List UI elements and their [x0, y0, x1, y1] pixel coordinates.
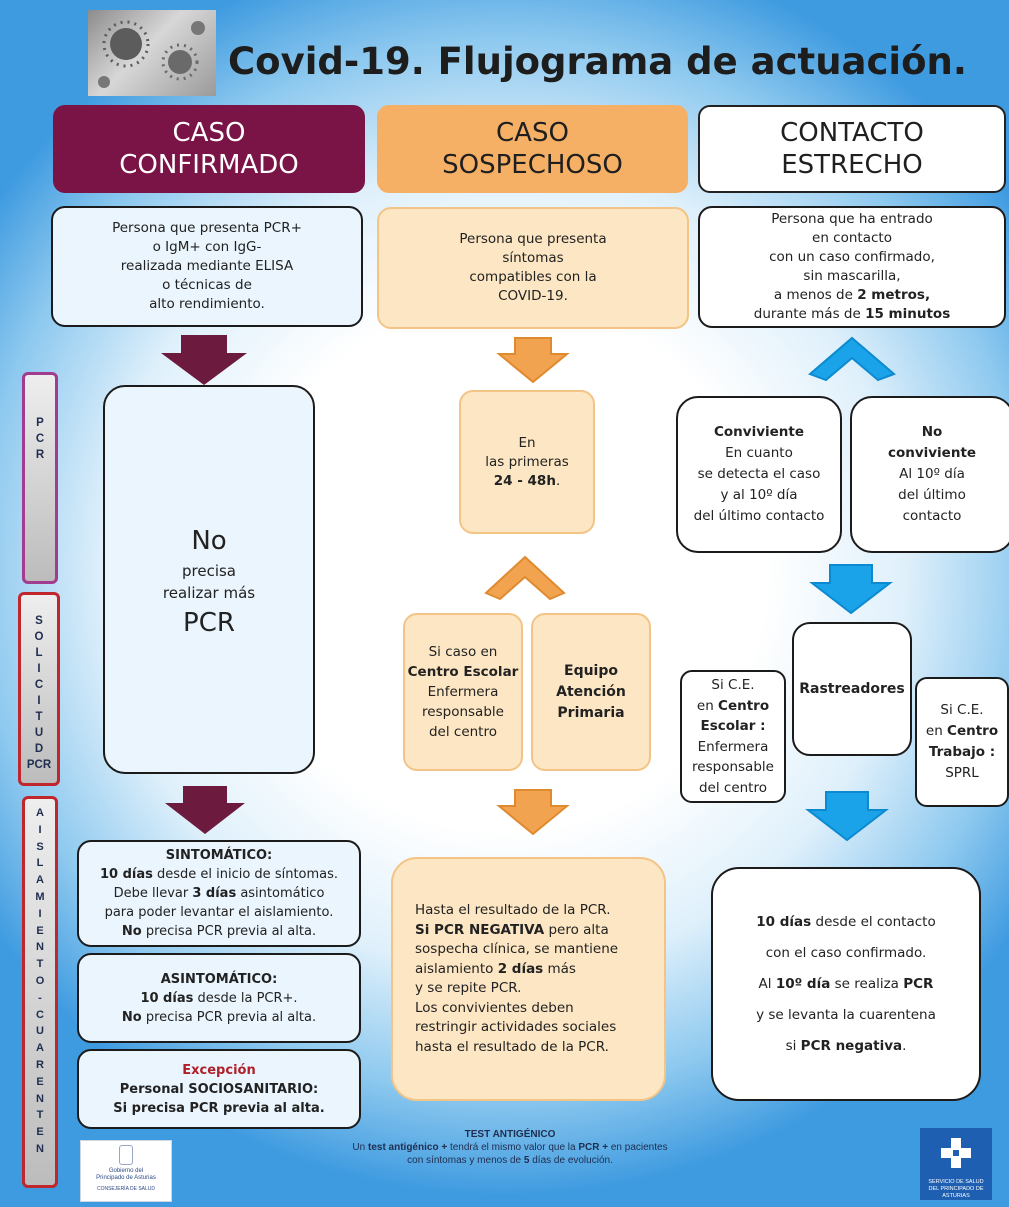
orange-down-arrow-1: [496, 337, 570, 384]
header-caso-sospechoso: CASO SOSPECHOSO: [377, 105, 688, 193]
blue-down-arrow-2: [805, 791, 889, 842]
header-line: CONTACTO: [780, 118, 924, 148]
ce-school-box: Si C.E. en Centro Escolar : Enfermera re…: [680, 670, 786, 803]
excepcion-box: Excepción Personal SOCIOSANITARIO: Si pr…: [77, 1049, 361, 1129]
dark-down-arrow-2: [165, 786, 245, 834]
orange-down-arrow-2: [496, 789, 570, 836]
dark-down-arrow-1: [161, 335, 247, 385]
suspected-timing-box: En las primeras 24 - 48h.: [459, 390, 595, 534]
header-line: CASO: [172, 118, 246, 148]
ce-work-box: Si C.E. en Centro Trabajo : SPRL: [915, 677, 1009, 807]
pcr-not-needed-box: No precisa realizar más PCR: [103, 385, 315, 774]
side-label-solicitud: S O L I C I T U D PCR: [18, 592, 60, 786]
suspected-definition-box: Persona que presenta síntomas compatible…: [377, 207, 689, 329]
no-conviviente-box: No conviviente Al 10º día del último con…: [850, 396, 1009, 553]
asturias-government-logo: Gobierno del Principado de Asturias CONS…: [80, 1140, 172, 1202]
page-title: Covid-19. Flujograma de actuación.: [228, 40, 967, 83]
rastreadores-box: Rastreadores: [792, 622, 912, 756]
orange-split-arrow: [484, 555, 566, 601]
virus-illustration: [98, 20, 205, 88]
header-line: SOSPECHOSO: [442, 150, 623, 180]
header-line: CASO: [496, 118, 569, 148]
contact-quarantine-box: 10 días desde el contacto con el caso co…: [711, 867, 981, 1101]
crest-icon: [119, 1145, 133, 1165]
header-line: CONFIRMADO: [119, 150, 299, 180]
suspected-isolation-box: Hasta el resultado de la PCR. Si PCR NEG…: [391, 857, 666, 1101]
header-contacto-estrecho: CONTACTO ESTRECHO: [698, 105, 1006, 193]
blue-down-arrow-1: [809, 564, 893, 615]
header-caso-confirmado: CASO CONFIRMADO: [53, 105, 365, 193]
confirmed-definition-box: Persona que presenta PCR+ o IgM+ con IgG…: [51, 206, 363, 327]
conviviente-box: Conviviente En cuanto se detecta el caso…: [676, 396, 842, 553]
cross-logo-icon: [941, 1138, 971, 1168]
primary-care-box: Equipo Atención Primaria: [531, 613, 651, 771]
asintomatico-box: ASINTOMÁTICO: 10 días desde la PCR+. No …: [77, 953, 361, 1043]
header-line: ESTRECHO: [781, 150, 923, 180]
antigen-test-note: TEST ANTIGÉNICO Un test antigénico + ten…: [352, 1129, 668, 1166]
side-label-pcr: P C R: [22, 372, 58, 584]
sintomatico-box: SINTOMÁTICO: 10 días desde el inicio de …: [77, 840, 361, 947]
side-label-aislamiento-cuarentena: A I S L A M I E N T O - C U A R E N T E …: [22, 796, 58, 1188]
blue-split-arrow: [808, 336, 896, 382]
sespa-logo: SERVICIO DE SALUD DEL PRINCIPADO DE ASTU…: [920, 1128, 992, 1200]
school-nurse-box: Si caso en Centro Escolar Enfermera resp…: [403, 613, 523, 771]
contact-definition-box: Persona que ha entrado en contacto con u…: [698, 206, 1006, 328]
coronavirus-image: [88, 10, 216, 96]
